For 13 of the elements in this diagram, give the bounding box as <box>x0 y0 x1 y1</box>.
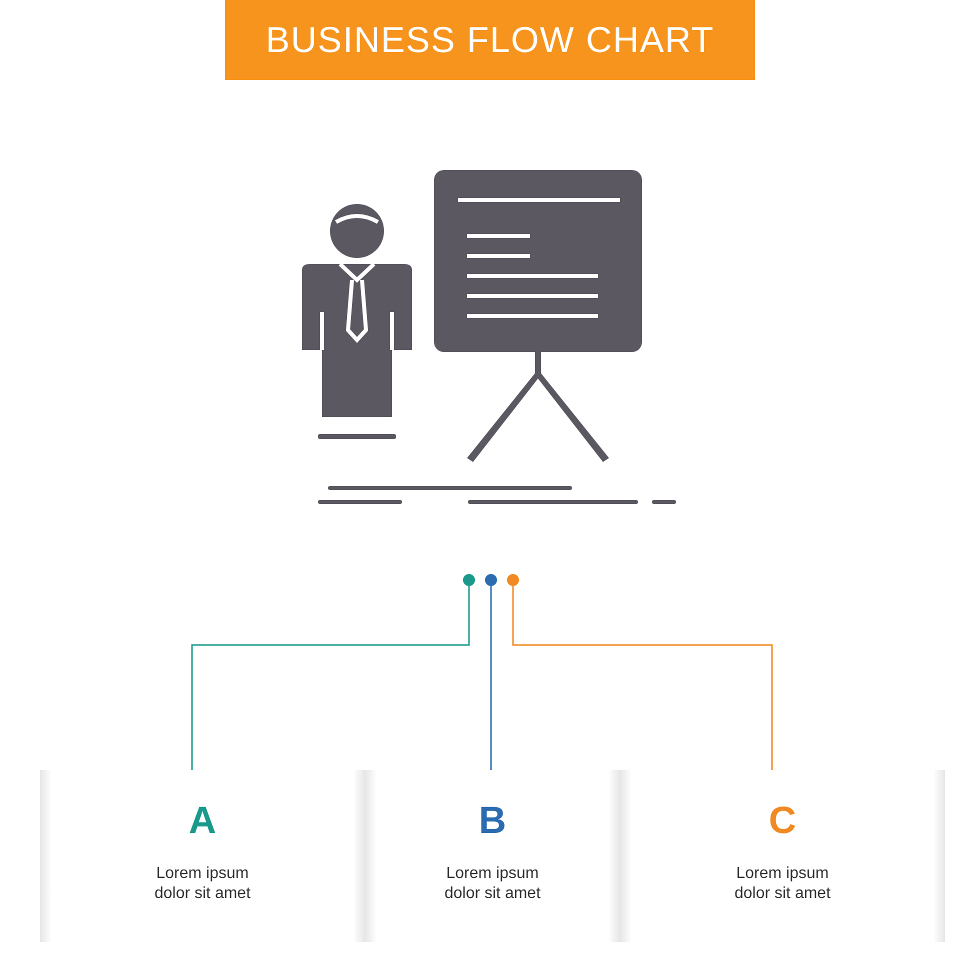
panel-letter: A <box>188 800 218 843</box>
connector-line <box>191 586 470 770</box>
connector-line <box>490 586 492 770</box>
connector-dot <box>507 574 519 586</box>
connector-line <box>512 586 773 770</box>
connector-dot <box>485 574 497 586</box>
title-banner: BUSINESS FLOW CHART <box>225 0 755 80</box>
connector-dot <box>463 574 475 586</box>
panel-letter: C <box>768 800 798 843</box>
panel-text: Lorem ipsum dolor sit amet <box>153 864 252 904</box>
panel-letter: B <box>478 800 508 843</box>
panel-text: Lorem ipsum dolor sit amet <box>733 864 832 904</box>
panel-text: Lorem ipsum dolor sit amet <box>443 864 542 904</box>
